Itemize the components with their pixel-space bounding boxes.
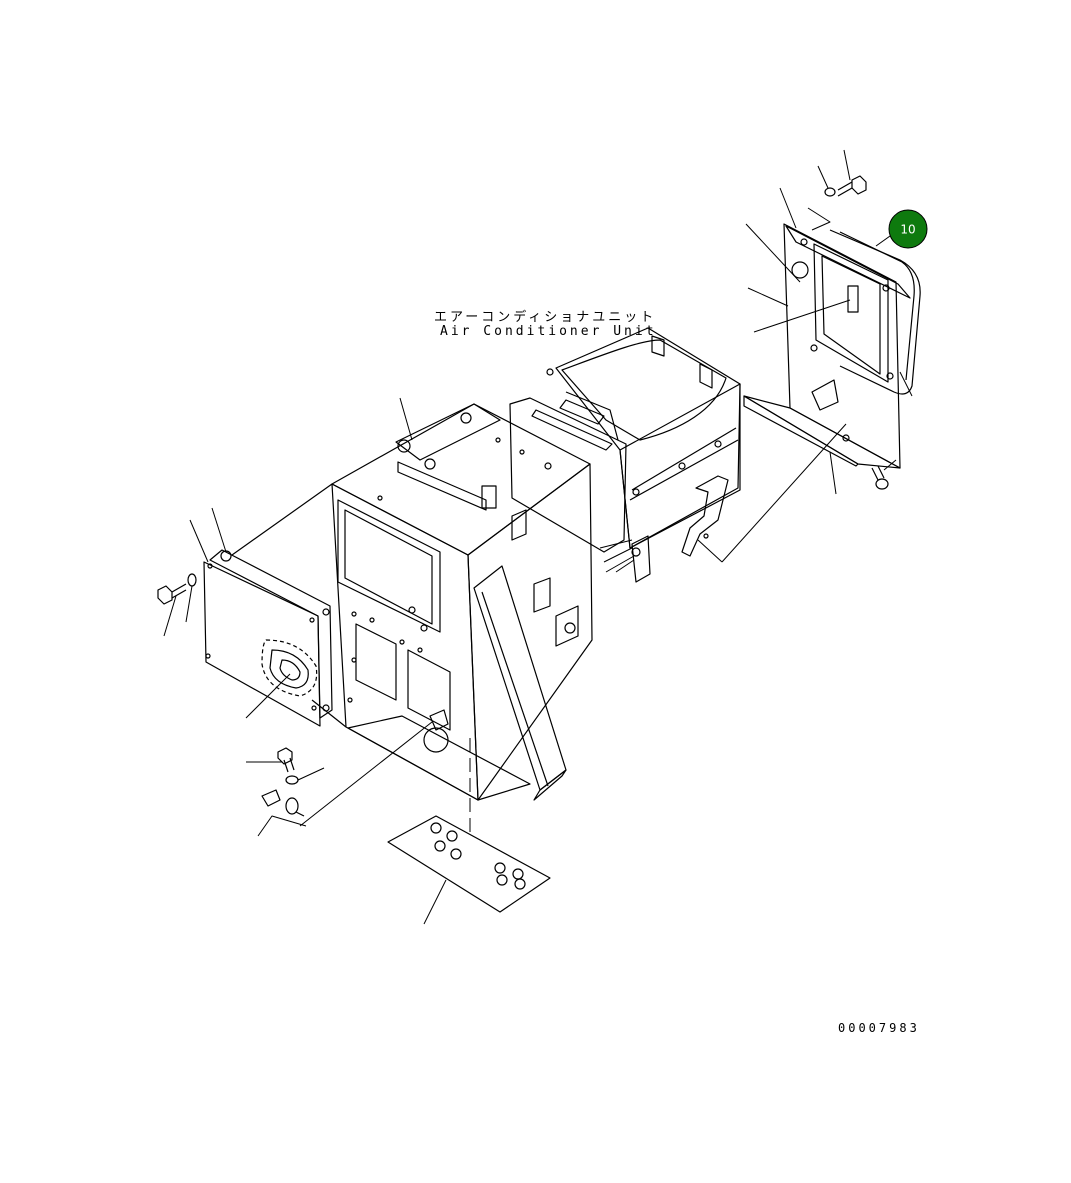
unit-label-english: Air Conditioner Unit (440, 324, 657, 339)
unit-label-japanese: エアーコンディショナユニット (434, 310, 657, 325)
callout-10[interactable]: 10 (889, 210, 927, 248)
bottom-plate (388, 816, 550, 912)
air-conditioner-unit (510, 328, 740, 582)
duct-box (232, 404, 592, 800)
rear-cover (744, 224, 920, 468)
fasteners (158, 176, 888, 816)
side-plate (204, 550, 332, 726)
callout-number: 10 (900, 223, 915, 237)
leader-lines (164, 150, 912, 924)
drawing-number: 00007983 (838, 1021, 920, 1035)
